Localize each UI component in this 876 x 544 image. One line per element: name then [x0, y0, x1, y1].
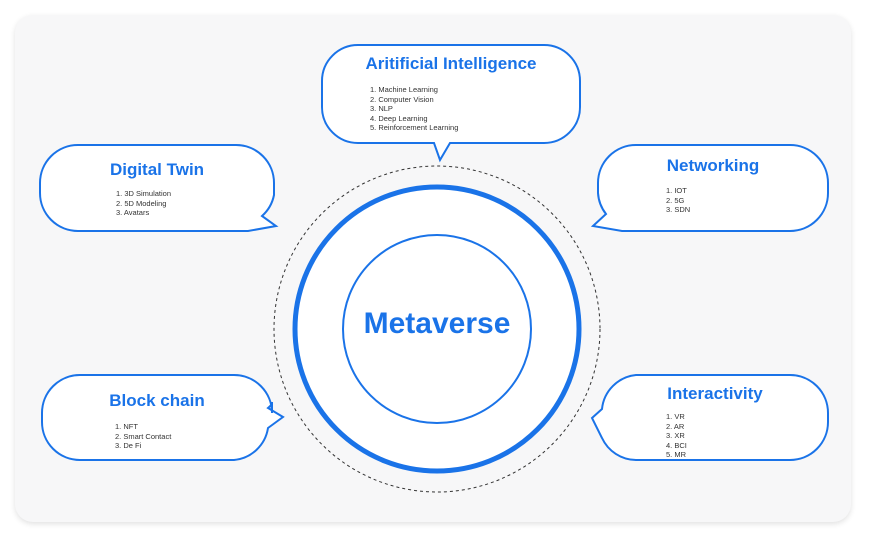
list-item: 4. BCI: [666, 440, 687, 450]
ai-item-list: 1. Machine Learning 2. Computer Vision 3…: [370, 85, 458, 133]
digital-twin-bubble-shape: [39, 144, 279, 232]
list-item: 1. Machine Learning: [370, 85, 438, 94]
block-chain-bubble-shape: [41, 374, 285, 461]
ai-title: Aritificial Intelligence: [365, 54, 537, 73]
block-chain-title: Block chain: [109, 391, 205, 410]
interactivity-item-list: 1. VR 2. AR 3. XR 4. BCI 5. MR: [666, 412, 687, 460]
list-item: 2. Smart Contact: [115, 431, 172, 441]
list-item: 5. MR: [666, 450, 687, 459]
list-item: 5. Reinforcement Learning: [370, 123, 459, 132]
center-label: Metaverse: [363, 307, 511, 340]
outer-dashed-ring: [273, 165, 601, 493]
list-item: 2. Computer Vision: [370, 94, 434, 104]
digital-twin-item-list: 1. 3D Simulation 2. 5D Modeling 3. Avata…: [116, 189, 171, 218]
block-chain-item-list: 1. NFT 2. Smart Contact 3. De Fi: [115, 422, 171, 451]
list-item: 4. Deep Learning: [370, 113, 428, 123]
list-item: 3. SDN: [666, 205, 691, 214]
networking-item-list: 1. IOT 2. 5G 3. SDN: [666, 186, 690, 215]
ai-bubble-shape: [321, 44, 581, 163]
inner-circle: [342, 234, 532, 424]
list-item: 3. De Fi: [115, 441, 142, 450]
list-item: 3. XR: [666, 431, 685, 440]
interactivity-bubble-shape: [590, 374, 829, 461]
networking-bubble-shape: [590, 144, 829, 232]
list-item: 2. 5D Modeling: [116, 198, 167, 208]
list-item: 2. 5G: [666, 195, 685, 205]
list-item: 3. NLP: [370, 104, 393, 113]
interactivity-title: Interactivity: [667, 384, 763, 403]
list-item: 1. VR: [666, 412, 685, 421]
list-item: 1. IOT: [666, 186, 687, 195]
list-item: 3. Avatars: [116, 208, 150, 217]
digital-twin-title: Digital Twin: [109, 160, 205, 179]
list-item: 2. AR: [666, 421, 685, 431]
networking-title: Networking: [666, 156, 760, 175]
list-item: 1. NFT: [115, 422, 138, 431]
list-item: 1. 3D Simulation: [116, 189, 172, 198]
